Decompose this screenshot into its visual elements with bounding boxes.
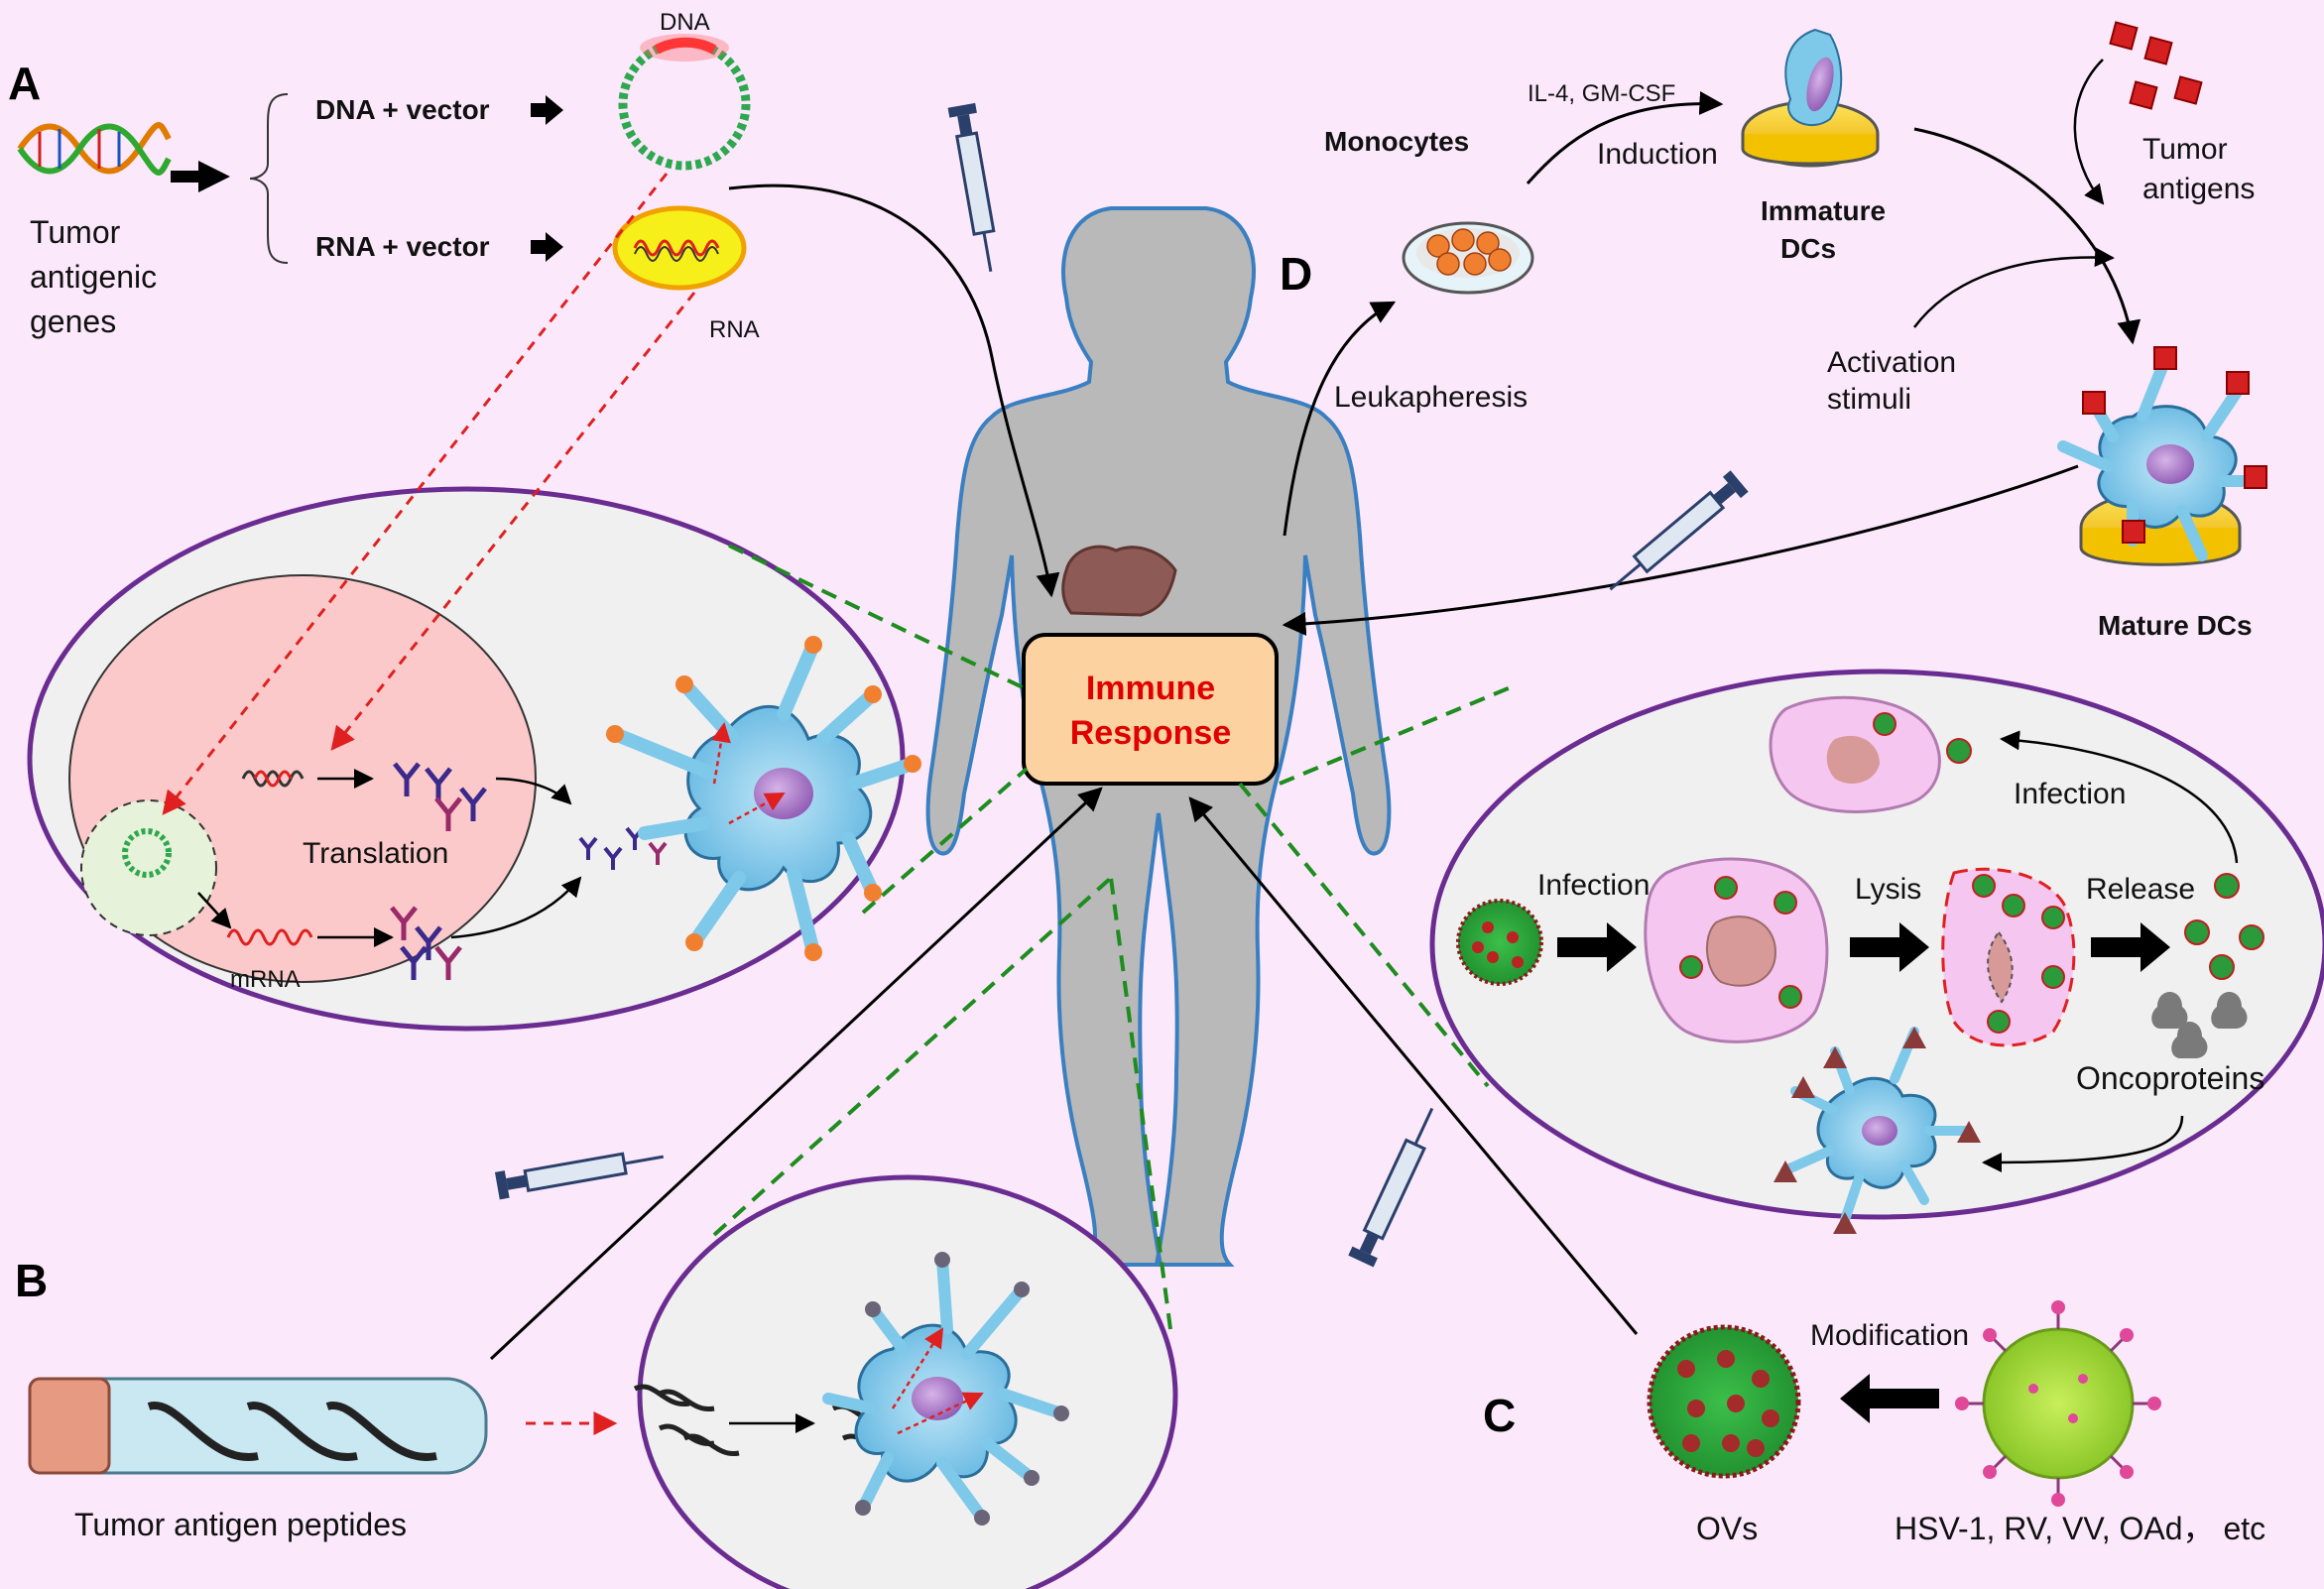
oncoproteins-label: Oncoproteins <box>2076 1060 2264 1096</box>
syringe-icon-b <box>494 1152 665 1200</box>
mature-dc-dish-icon <box>2057 346 2267 566</box>
lysis-label: Lysis <box>1855 873 1921 906</box>
arrow-genes-to-vectors <box>171 161 230 192</box>
mature-dcs-label: Mature DCs <box>2098 610 2253 641</box>
brace <box>249 93 289 264</box>
liver-icon <box>1061 545 1177 617</box>
lysed-cell-icon <box>1941 867 2076 1047</box>
infected-tumor-cell-icon <box>1644 857 1829 1043</box>
translation-label: Translation <box>303 837 448 870</box>
activation-label-1: Activation <box>1827 346 1956 379</box>
monocytes-dish-icon <box>1402 221 1534 295</box>
immature-dcs-label-1: Immature <box>1761 195 1886 226</box>
zoom-line-c-1 <box>1238 782 1490 1088</box>
syringe-icon-c <box>1348 1107 1434 1268</box>
protein-cluster-icon-2 <box>390 906 462 980</box>
protein-cluster-icon <box>393 762 487 831</box>
arrow-peptides-to-immune <box>489 787 1103 1361</box>
dendritic-cell-icon-c <box>1774 1027 1981 1234</box>
dna-label: DNA <box>660 9 710 36</box>
rna-label: RNA <box>709 316 760 343</box>
new-infected-cell-icon <box>1769 695 1972 813</box>
arrow-reinfection <box>2000 730 2239 864</box>
immune-response-line-1: Immune <box>1086 670 1215 707</box>
zoom-line-c-2 <box>1279 682 1519 786</box>
nucleus-icon <box>80 799 217 936</box>
arrow-antigens <box>2073 59 2105 205</box>
syringe-icon-d <box>1609 470 1749 591</box>
cytokines-label: IL-4, GM-CSF <box>1528 80 1675 107</box>
mrna-strand-icon <box>226 928 313 946</box>
arrow-leukapheresis <box>1283 301 1397 537</box>
tumor-antigens-label-2: antigens <box>2142 173 2255 205</box>
arrow-lysis <box>1850 922 1929 972</box>
arrow-oncoproteins-to-dc <box>1982 1115 2184 1172</box>
arrow-dna-vector <box>531 95 563 125</box>
panel-letter-a: A <box>8 58 41 109</box>
arrow-dc-to-immune <box>1282 464 2079 636</box>
immune-response-box: Immune Response <box>1022 633 1279 786</box>
panel-letter-d: D <box>1280 248 1312 300</box>
tumor-antigens-label-1: Tumor <box>2142 133 2228 166</box>
monocytes-label: Monocytes <box>1324 126 1469 157</box>
tube-label: Tumor antigen peptides <box>74 1507 407 1542</box>
arrow-maturation <box>1913 127 2141 345</box>
arrow-infection <box>1557 922 1637 972</box>
arrow-activation <box>1913 247 2115 328</box>
peptide-tube-icon <box>28 1377 488 1475</box>
wild-virus-icon <box>1955 1300 2161 1507</box>
infection-label-2: Infection <box>2014 778 2126 810</box>
syringe-icon-a <box>947 102 996 273</box>
rna-vector-label: RNA + vector <box>315 231 490 262</box>
leukapheresis-label: Leukapheresis <box>1334 381 1528 414</box>
arrow-rna-vector <box>531 232 563 262</box>
virus-list-label: HSV-1, RV, VV, OAd， etc <box>1895 1511 2265 1546</box>
tumor-genes-label-2: antigenic <box>30 259 157 295</box>
dendritic-cell-icon <box>606 636 921 961</box>
modification-label: Modification <box>1810 1319 1969 1352</box>
panel-letter-b: B <box>15 1255 48 1306</box>
panel-a-cell-ellipse: Translation mRNA <box>27 486 921 1032</box>
zoom-line-b-1 <box>712 876 1113 1237</box>
zoom-line-a-1 <box>728 544 1028 691</box>
plasmid-in-nucleus-icon <box>122 828 172 878</box>
tumor-genes-label-3: genes <box>30 304 116 339</box>
panel-b-cell-ellipse <box>633 1174 1178 1589</box>
dna-vector-label: DNA + vector <box>315 94 490 125</box>
tumor-genes-label-1: Tumor <box>30 214 121 250</box>
ov-virus-large-icon <box>1647 1324 1801 1479</box>
ovs-label: OVs <box>1696 1511 1758 1546</box>
oncolytic-virus-icon <box>1456 899 1543 986</box>
mrna-label: mRNA <box>230 966 301 993</box>
immature-dcs-label-2: DCs <box>1780 233 1836 264</box>
immature-dc-dish-icon <box>1741 28 1880 168</box>
rna-strand-icon <box>241 770 305 788</box>
dna-plasmid-icon <box>618 34 751 171</box>
zoom-line-a-2 <box>861 767 1029 915</box>
rna-delivery-arrow <box>330 292 696 751</box>
arrow-release <box>2091 922 2170 972</box>
infection-label-1: Infection <box>1537 869 1650 902</box>
arrow-modification <box>1840 1374 1939 1423</box>
arrow-induction <box>1526 90 1724 184</box>
induction-label: Induction <box>1597 138 1718 171</box>
release-label: Release <box>2086 873 2195 906</box>
dendritic-cell-icon-b <box>822 1252 1069 1526</box>
tumor-antigen-cubes-icon <box>2109 21 2203 110</box>
arrow-vector-to-body <box>728 183 1060 598</box>
panel-letter-c: C <box>1483 1390 1516 1441</box>
dna-helix-icon <box>17 122 172 176</box>
arrow-ov-to-immune <box>1188 796 1639 1335</box>
rna-capsule-icon <box>612 205 747 291</box>
immune-response-line-2: Response <box>1070 714 1232 752</box>
activation-label-2: stimuli <box>1827 383 1911 416</box>
oncoproteins-icon <box>2151 992 2248 1058</box>
released-viruses-icon <box>2184 873 2264 980</box>
